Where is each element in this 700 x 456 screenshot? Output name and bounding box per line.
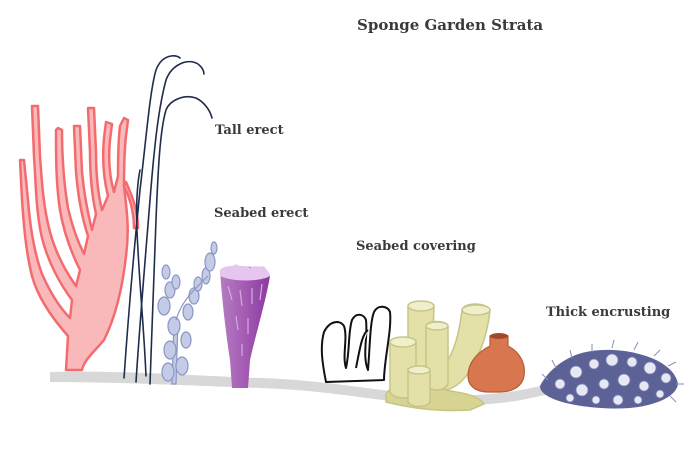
- red-branching-sponge: [18, 104, 140, 372]
- lavender-sponge: [157, 241, 218, 385]
- orange-barrel-sponge: [467, 333, 525, 393]
- thick-encrusting-sponge: [540, 339, 684, 409]
- white-palmate-sponge: [320, 305, 392, 383]
- seabed: [50, 371, 650, 406]
- whip-sponges: [123, 55, 213, 385]
- label-seabed-erect: Seabed erect: [214, 206, 309, 221]
- diagram-title: Sponge Garden Strata: [357, 16, 544, 34]
- label-thick-encrusting: Thick encrusting: [546, 305, 671, 320]
- yellow-tube-sponges: [385, 300, 491, 412]
- label-tall-erect: Tall erect: [215, 123, 284, 138]
- label-seabed-covering: Seabed covering: [356, 239, 476, 254]
- purple-vase-sponge: [220, 264, 270, 388]
